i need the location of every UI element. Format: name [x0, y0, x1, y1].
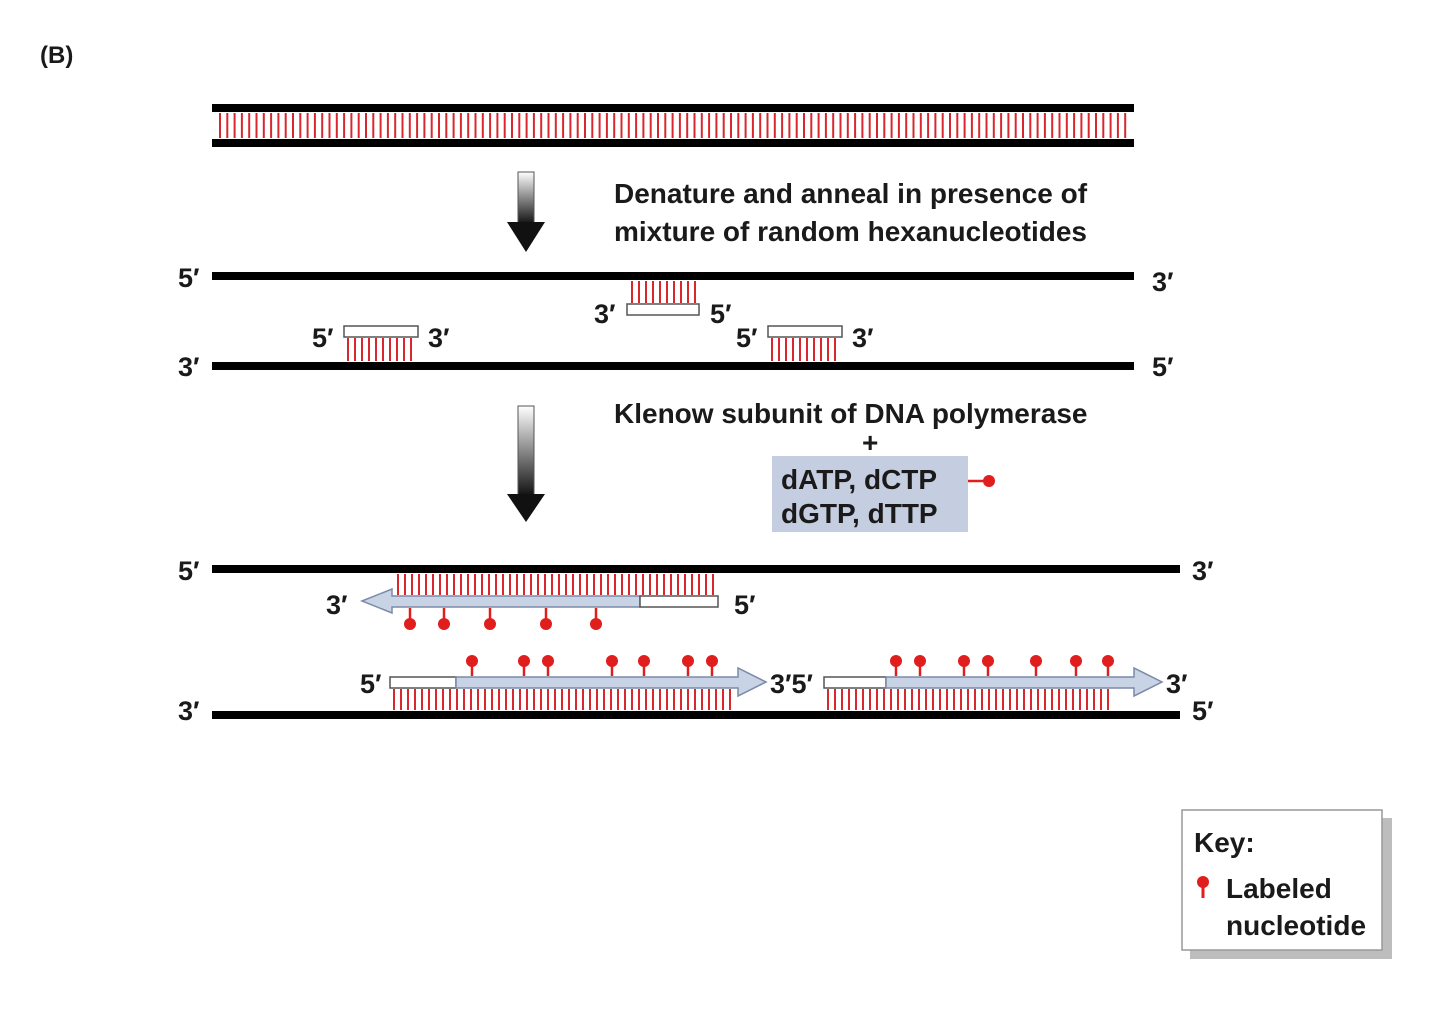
labeled-nucleotide-icon: [1102, 655, 1114, 676]
primer-2: [389, 676, 457, 689]
end-label: 5′: [178, 556, 200, 586]
labeled-nucleotide-icon: [518, 655, 530, 676]
labeled-nucleotide-icon: [484, 608, 496, 630]
key-box: Key: Labeled nucleotide: [1181, 809, 1392, 959]
lower-template-strand: [212, 711, 1180, 719]
end-label: 5′: [178, 263, 200, 293]
new-strand-1: [359, 587, 641, 615]
labeled-nucleotide-icon: [914, 655, 926, 676]
labeled-nucleotide-icon: [1070, 655, 1082, 676]
labeled-nucleotide-icon: [890, 655, 902, 676]
labeled-nucleotides: [404, 608, 602, 630]
bottom-strand: [212, 139, 1134, 147]
end-label: 3′: [852, 323, 874, 353]
primer-1: [626, 303, 700, 316]
end-label: 5′: [736, 323, 758, 353]
labeled-nucleotide-icon: [682, 655, 694, 676]
nucleotide-mix-box: dATP, dCTP dGTP, dTTP: [772, 456, 995, 532]
end-label: 3′: [428, 323, 450, 353]
key-label-line-1: Labeled: [1226, 873, 1332, 904]
reagent-line-1: dATP, dCTP: [781, 464, 937, 495]
labeled-nucleotide-icon: [466, 655, 478, 676]
primer-1-base-pairs: [631, 281, 696, 303]
denatured-strands: 5′ 3′ 3′ 5′ 3′ 5′ 5′ 3′ 5′ 3′: [178, 263, 1174, 382]
end-label: 3′: [1166, 669, 1188, 699]
end-label: 5′: [360, 669, 382, 699]
primer-3: [767, 325, 843, 338]
labeled-nucleotide-icon: [958, 655, 970, 676]
reagent-background: [772, 456, 968, 532]
primer-3: [823, 676, 887, 689]
labeled-nucleotide-icon: [606, 655, 618, 676]
end-label: 5′: [1192, 696, 1214, 726]
step2-text: Klenow subunit of DNA polymerase: [614, 398, 1087, 429]
primer-2: [343, 325, 419, 338]
labeled-nucleotide-icon: [438, 608, 450, 630]
primer-1: [639, 595, 719, 608]
step-arrow-2: [507, 405, 545, 522]
new-strand-2: [455, 666, 768, 698]
top-strand: [212, 104, 1134, 112]
labeled-products: 5′ 3′ 3′ 5′ 5′ 3′5′ 3′ 3′ 5′: [178, 556, 1214, 726]
labeled-nucleotide-icon: [540, 608, 552, 630]
labeled-nucleotide-icon: [982, 655, 994, 676]
end-label: 5′: [710, 299, 732, 329]
end-label: 3′: [178, 352, 200, 382]
upper-product-base-pairs: [397, 574, 714, 595]
lower-product-3-base-pairs: [827, 689, 1109, 710]
end-label: 3′: [1192, 556, 1214, 586]
end-label: 3′: [326, 590, 348, 620]
primer-3-base-pairs: [771, 338, 836, 361]
key-title: Key:: [1194, 827, 1255, 858]
lower-product-1-base-pairs: [393, 689, 731, 710]
reagent-line-2: dGTP, dTTP: [781, 498, 938, 529]
end-label: 3′5′: [770, 669, 813, 699]
upper-single-strand: [212, 272, 1134, 280]
primer-2-base-pairs: [347, 338, 412, 361]
step1-text-line-1: Denature and anneal in presence of: [614, 178, 1088, 209]
end-label: 5′: [312, 323, 334, 353]
lower-single-strand: [212, 362, 1134, 370]
plus-sign: +: [862, 427, 878, 458]
label-tag-icon: [983, 475, 995, 487]
end-label: 5′: [734, 590, 756, 620]
upper-template-strand: [212, 565, 1180, 573]
panel-label: (B): [40, 42, 73, 69]
labeled-nucleotides: [466, 655, 718, 676]
labeled-nucleotide-icon: [542, 655, 554, 676]
new-strand-3: [885, 666, 1164, 698]
labeled-nucleotide-icon: [404, 608, 416, 630]
labeled-nucleotide-icon: [1030, 655, 1042, 676]
labeled-nucleotide-icon: [1197, 876, 1209, 898]
step-arrow-1: [507, 171, 545, 252]
key-panel: [1181, 809, 1383, 951]
labeled-nucleotide-icon: [590, 608, 602, 630]
labeled-nucleotides: [890, 655, 1114, 676]
double-stranded-dna: [212, 104, 1134, 147]
base-pairs: [219, 113, 1127, 138]
step1-text-line-2: mixture of random hexanucleotides: [614, 216, 1087, 247]
key-label-line-2: nucleotide: [1226, 910, 1366, 941]
labeled-nucleotide-icon: [706, 655, 718, 676]
end-label: 3′: [1152, 267, 1174, 297]
end-label: 3′: [594, 299, 616, 329]
end-label: 5′: [1152, 352, 1174, 382]
end-label: 3′: [178, 696, 200, 726]
labeled-nucleotide-icon: [638, 655, 650, 676]
